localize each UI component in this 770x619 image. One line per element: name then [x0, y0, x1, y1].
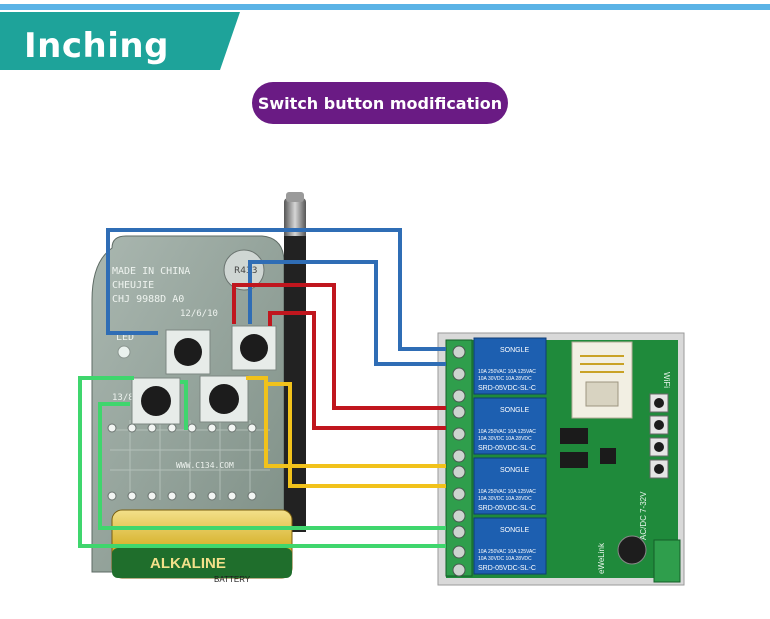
wire-yellow-2 — [268, 382, 446, 488]
relay-rating: 10A 250VAC 10A 125VAC — [478, 429, 536, 435]
ic-components — [560, 428, 616, 468]
relay-2: SONGLE 10A 250VAC 10A 125VAC 10A 30VDC 1… — [473, 397, 547, 455]
relay-1: SONGLE 10A 250VAC 10A 125VAC 10A 30VDC 1… — [473, 337, 547, 395]
wire-green-2 — [98, 380, 446, 530]
led-indicator — [117, 345, 131, 359]
wire-red-1 — [232, 283, 446, 410]
relay-brand: SONGLE — [500, 467, 530, 474]
voltage-label: AC/DC 7-32V — [639, 491, 648, 540]
tact-button-top-left — [165, 329, 211, 375]
top-accent-rule — [0, 4, 770, 10]
relay-model: SRD-05VDC-SL-C — [478, 385, 536, 392]
wire-blue-1 — [106, 228, 446, 351]
title-banner: Inching — [0, 12, 240, 70]
relay-rating: 10A 250VAC 10A 125VAC — [478, 489, 536, 495]
remote-control: R433 MADE IN CHINA CHEUJIE CHJ 9988D A0 … — [91, 192, 306, 584]
wifi-label: WiFi — [662, 372, 671, 388]
board-buttons — [649, 393, 669, 479]
relay-brand: SONGLE — [500, 527, 530, 534]
power-terminal — [653, 539, 681, 583]
board-brand: eWeLink — [597, 542, 606, 574]
led-label: LED — [116, 332, 134, 343]
relay-rating: 10A 30VDC 10A 28VDC — [478, 436, 532, 442]
relay-model: SRD-05VDC-SL-C — [478, 445, 536, 452]
date-label: 12/6/10 — [180, 309, 218, 319]
antenna — [284, 192, 306, 532]
battery-label: BATTERY — [214, 575, 251, 584]
tact-button-bottom-right — [199, 375, 249, 423]
page-title: Inching — [24, 26, 169, 66]
relay-brand: SONGLE — [500, 407, 530, 414]
relay-board: SONGLE 10A 250VAC 10A 125VAC 10A 30VDC 1… — [437, 332, 685, 586]
pin-label: 13/8 — [112, 393, 134, 403]
wifi-module — [571, 341, 633, 419]
battery-brand: ALKALINE — [150, 555, 226, 572]
subtitle-text: Switch button modification — [257, 93, 503, 113]
made-in-label: MADE IN CHINA — [112, 266, 190, 277]
model-label: CHJ 9988D A0 — [112, 294, 184, 305]
brand-label: CHEUJIE — [112, 280, 154, 291]
url-label: WWW.C134.COM — [176, 461, 234, 470]
relay-model: SRD-05VDC-SL-C — [478, 565, 536, 572]
wire-red-2 — [268, 311, 446, 430]
tact-button-bottom-left — [131, 377, 181, 425]
capacitor — [617, 535, 647, 565]
wire-yellow-1 — [246, 376, 446, 468]
relay-brand: SONGLE — [500, 347, 530, 354]
subtitle-pill: Switch button modification — [252, 82, 508, 124]
crystal-label: R433 — [234, 266, 257, 276]
relay-rating: 10A 30VDC 10A 28VDC — [478, 556, 532, 562]
terminal-screws — [452, 345, 466, 577]
wires — [78, 228, 446, 548]
wire-blue-2 — [248, 260, 446, 366]
relay-rating: 10A 250VAC 10A 125VAC — [478, 549, 536, 555]
relay-4: SONGLE 10A 250VAC 10A 125VAC 10A 30VDC 1… — [473, 517, 547, 575]
relay-rating: 10A 250VAC 10A 125VAC — [478, 369, 536, 375]
relay-3: SONGLE 10A 250VAC 10A 125VAC 10A 30VDC 1… — [473, 457, 547, 515]
relay-rating: 10A 30VDC 10A 28VDC — [478, 496, 532, 502]
relay-rating: 10A 30VDC 10A 28VDC — [478, 376, 532, 382]
wire-green-1 — [78, 376, 446, 548]
solder-holes — [107, 423, 257, 501]
tact-button-top-right — [231, 325, 277, 371]
relay-model: SRD-05VDC-SL-C — [478, 505, 536, 512]
